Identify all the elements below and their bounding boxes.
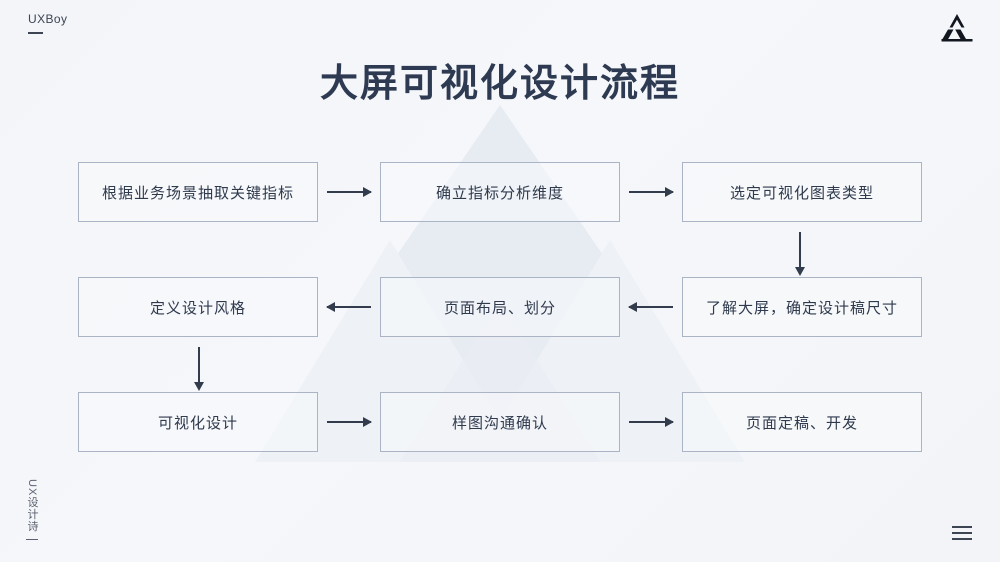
process-flow-diagram: 根据业务场景抽取关键指标 确立指标分析维度 选定可视化图表类型 定义设计风格 页… [78,162,922,452]
connector-5-right-icon [318,392,380,452]
brand-underline [28,32,43,34]
flow-node-screen-size-spec[interactable]: 了解大屏，确定设计稿尺寸 [682,277,922,337]
triangle-trio-icon [940,12,974,49]
side-label-underline [26,538,38,540]
page-title: 大屏可视化设计流程 [319,63,680,105]
flow-node-mockup-confirmation[interactable]: 样图沟通确认 [380,392,620,452]
hamburger-line-1 [952,526,972,528]
flow-row-2: 定义设计风格 页面布局、划分 了解大屏，确定设计稿尺寸 [78,277,922,337]
connector-3-left-icon [318,277,380,337]
flow-row-1: 根据业务场景抽取关键指标 确立指标分析维度 选定可视化图表类型 [78,162,922,222]
brand-logo: UXBoy [28,12,67,34]
flow-node-define-design-style[interactable]: 定义设计风格 [78,277,318,337]
side-label: UX设计诗 [26,479,38,540]
flow-node-page-layout-division[interactable]: 页面布局、划分 [380,277,620,337]
flow-node-visual-design[interactable]: 可视化设计 [78,392,318,452]
side-label-text: UX设计诗 [26,479,38,533]
hamburger-menu-icon[interactable] [952,526,972,540]
hamburger-line-2 [952,532,972,534]
connector-1-right-icon [318,162,380,222]
flow-row-3: 可视化设计 样图沟通确认 页面定稿、开发 [78,392,922,452]
flow-node-select-chart-type[interactable]: 选定可视化图表类型 [682,162,922,222]
flow-node-extract-key-metrics[interactable]: 根据业务场景抽取关键指标 [78,162,318,222]
flow-node-define-analysis-dimensions[interactable]: 确立指标分析维度 [380,162,620,222]
connector-6-right-icon [620,392,682,452]
arrow-down-right-column-icon [795,232,805,276]
connector-2-right-icon [620,162,682,222]
flow-node-finalize-development[interactable]: 页面定稿、开发 [682,392,922,452]
connector-4-left-icon [620,277,682,337]
brand-name: UXBoy [28,12,68,26]
arrow-down-left-column-icon [194,347,204,391]
hamburger-line-3 [952,538,972,540]
